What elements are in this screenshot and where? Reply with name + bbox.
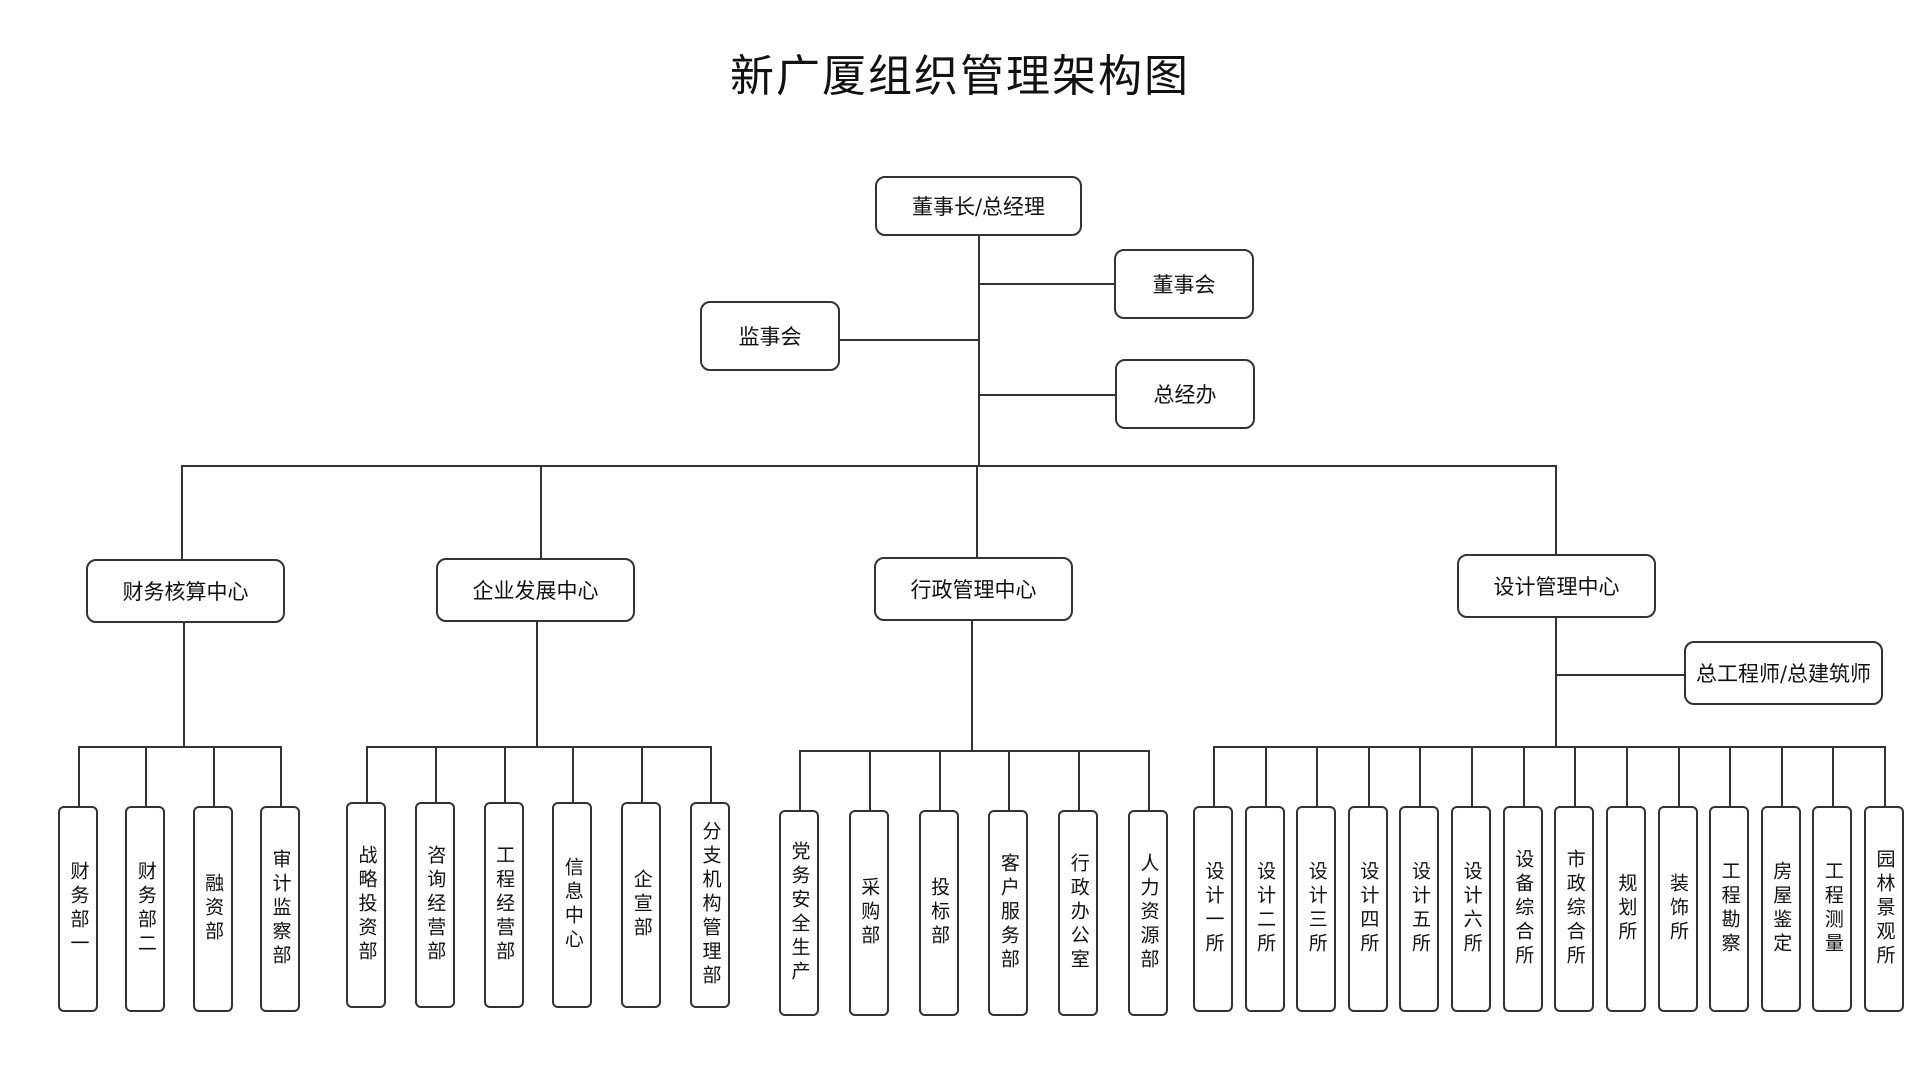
center-development-box: 企业发展中心: [436, 558, 635, 622]
connector-line: [1367, 746, 1370, 806]
dept-box: 行政办公室: [1058, 810, 1099, 1016]
dept-box: 设计六所: [1451, 806, 1492, 1012]
connector-line: [799, 750, 801, 810]
connector-line: [503, 746, 506, 802]
connector-line: [1625, 746, 1628, 806]
connector-line: [1213, 746, 1886, 748]
connector-line: [1884, 746, 1886, 806]
dept-box: 融资部: [192, 806, 233, 1012]
connector-line: [280, 746, 282, 806]
center-finance-box: 财务核算中心: [86, 559, 285, 623]
dept-box: 咨询经营部: [414, 802, 455, 1008]
dept-box: 设计二所: [1244, 806, 1285, 1012]
dept-box: 采购部: [848, 810, 889, 1016]
connector-line: [978, 283, 1115, 285]
connector-line: [1555, 674, 1685, 676]
connector-line: [840, 339, 980, 341]
connector-line: [1574, 746, 1577, 806]
connector-line: [366, 746, 712, 748]
connector-line: [572, 746, 575, 802]
connector-line: [1555, 465, 1557, 555]
chart-title: 新广厦组织管理架构图: [730, 51, 1190, 102]
dept-box: 设计三所: [1296, 806, 1337, 1012]
connector-line: [1522, 746, 1525, 806]
connector-line: [976, 465, 978, 559]
connector-line: [710, 746, 712, 802]
connector-line: [1780, 746, 1783, 806]
connector-line: [434, 746, 437, 802]
dept-box: 设计五所: [1399, 806, 1440, 1012]
dept-box: 工程勘察: [1709, 806, 1750, 1012]
connector-line: [938, 750, 941, 810]
connector-line: [978, 394, 1116, 396]
dept-box: 客户服务部: [988, 810, 1029, 1016]
dept-box: 投标部: [918, 810, 959, 1016]
chief-engineer-box: 总工程师/总建筑师: [1684, 641, 1883, 705]
connector-line: [641, 746, 644, 802]
connector-line: [78, 746, 80, 806]
board-box: 董事会: [1114, 249, 1254, 319]
connector-line: [1471, 746, 1474, 806]
dept-box: 规划所: [1605, 806, 1646, 1012]
connector-line: [1213, 746, 1215, 806]
dept-box: 工程测量: [1812, 806, 1853, 1012]
dept-box: 分支机构管理部: [690, 802, 730, 1008]
connector-line: [540, 465, 542, 559]
connector-line: [183, 623, 185, 746]
dept-box: 装饰所: [1657, 806, 1698, 1012]
connector-line: [978, 236, 980, 466]
dept-box: 工程经营部: [483, 802, 524, 1008]
dept-box: 财务部二: [125, 806, 166, 1012]
connector-line: [1677, 746, 1680, 806]
connector-line: [1729, 746, 1732, 806]
dept-box: 房屋鉴定: [1760, 806, 1801, 1012]
connector-line: [536, 622, 538, 746]
dept-box: 设备综合所: [1502, 806, 1543, 1012]
connector-line: [366, 746, 368, 802]
connector-line: [212, 746, 215, 806]
dept-box: 信息中心: [552, 802, 593, 1008]
dept-box: 园林景观所: [1864, 806, 1904, 1012]
dept-box: 党务安全生产: [779, 810, 819, 1016]
dept-box: 企宣部: [621, 802, 662, 1008]
connector-line: [1264, 746, 1267, 806]
supervisory-box: 监事会: [700, 301, 840, 371]
connector-line: [145, 746, 148, 806]
connector-line: [1078, 750, 1081, 810]
connector-line: [1316, 746, 1319, 806]
dept-box: 审计监察部: [260, 806, 300, 1012]
dept-box: 设计一所: [1193, 806, 1233, 1012]
connector-line: [1008, 750, 1011, 810]
connector-line: [1832, 746, 1835, 806]
dept-box: 人力资源部: [1128, 810, 1168, 1016]
connector-line: [1419, 746, 1422, 806]
connector-line: [181, 465, 183, 559]
center-admin-box: 行政管理中心: [874, 557, 1073, 621]
gm-office-box: 总经办: [1115, 359, 1255, 429]
connector-line: [1148, 750, 1150, 810]
connector-line: [868, 750, 871, 810]
dept-box: 设计四所: [1347, 806, 1388, 1012]
connector-line: [78, 746, 282, 748]
dept-box: 市政综合所: [1554, 806, 1595, 1012]
center-design-box: 设计管理中心: [1457, 554, 1656, 618]
connector-line: [971, 621, 973, 750]
connector-line: [799, 750, 1150, 752]
connector-line: [181, 465, 1557, 467]
chairman-box: 董事长/总经理: [875, 176, 1082, 236]
dept-box: 战略投资部: [346, 802, 386, 1008]
connector-line: [1555, 618, 1557, 746]
dept-box: 财务部一: [58, 806, 98, 1012]
